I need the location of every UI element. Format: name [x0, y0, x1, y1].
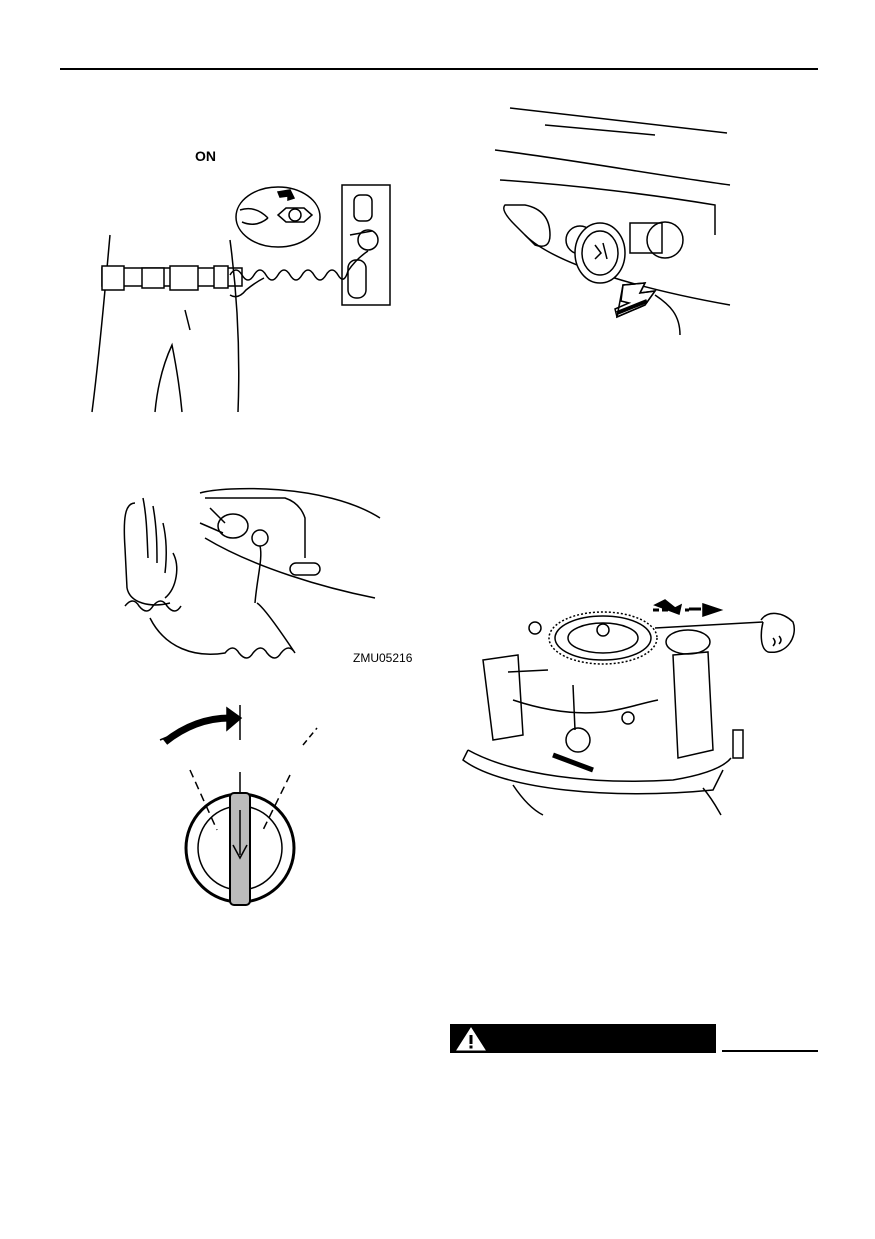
wrist-lanyard-illustration [105, 478, 385, 678]
starter-rope-illustration [463, 600, 818, 815]
header-rule [60, 68, 818, 70]
warning-banner [450, 1024, 716, 1053]
lanyard-belt-illustration [80, 180, 400, 420]
figure-code: ZMU05216 [353, 651, 413, 665]
switch-on-label: ON [195, 148, 216, 164]
warning-rule [722, 1050, 818, 1052]
stop-switch-illustration [495, 105, 735, 340]
knob-rotation-illustration [155, 700, 330, 920]
warning-triangle-icon [456, 1027, 486, 1051]
